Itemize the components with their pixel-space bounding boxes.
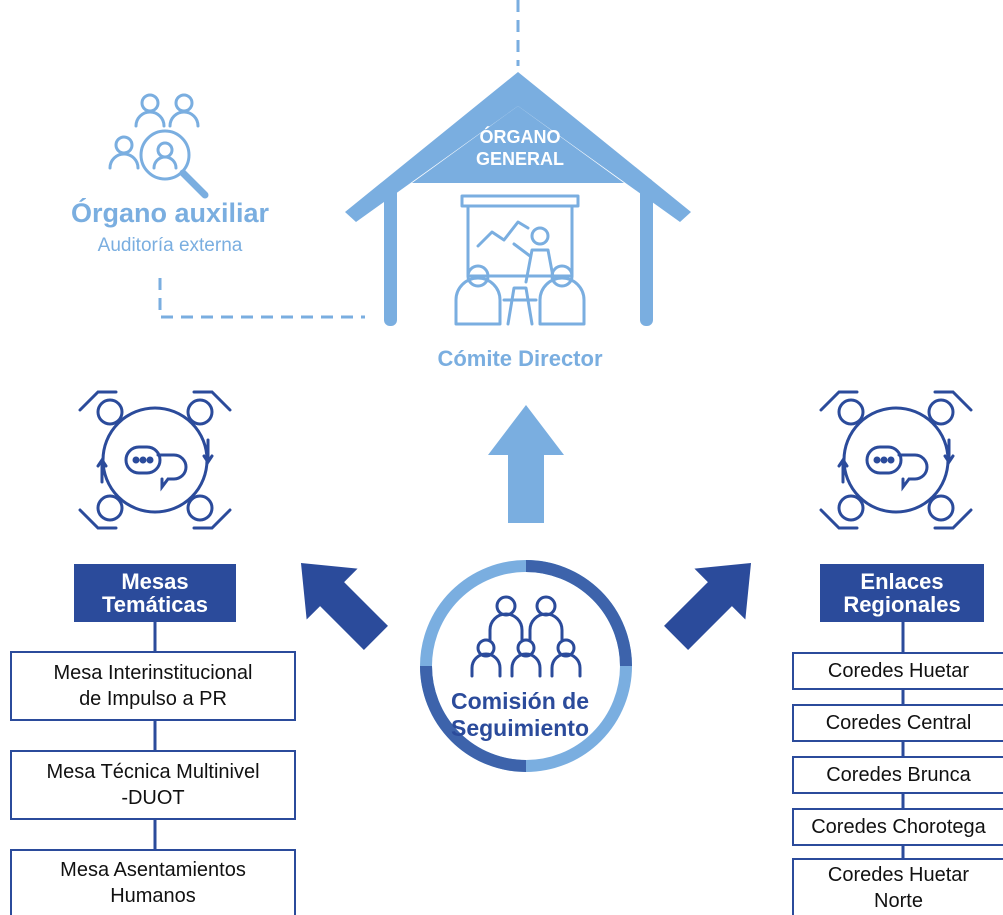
enlace-item-line1: Coredes Huetar <box>827 660 970 682</box>
mesa-item: Mesa Técnica Multinivel -DUOT <box>10 750 296 820</box>
enlace-item: Coredes Huetar <box>792 652 1003 690</box>
arrow-up-left-icon <box>300 562 388 650</box>
group-people-icon <box>470 595 582 678</box>
organo-general-title-line2: GENERAL <box>475 149 564 169</box>
mesa-item: Mesa Interinstitucional de Impulso a PR <box>10 651 296 721</box>
enlace-item-line1: Coredes Central <box>825 712 972 734</box>
organo-auxiliar-subtitle: Auditoría externa <box>97 235 243 256</box>
enlace-item-line1: Coredes Chorotega <box>811 816 986 838</box>
comision-line2: Seguimiento <box>450 715 589 741</box>
organo-auxiliar-title: Órgano auxiliar <box>70 198 270 228</box>
round-table-discussion-icon-left <box>78 390 232 530</box>
enlace-item-line1: Coredes Brunca <box>826 764 971 786</box>
enlace-item: Coredes Brunca <box>792 756 1003 794</box>
mesa-item-line1: Mesa Asentamientos <box>60 859 246 881</box>
mesa-item-line1: Mesa Interinstitucional <box>53 662 253 684</box>
mesas-header-line2: Temáticas <box>102 592 208 617</box>
enlace-item-line1: Coredes Huetar <box>827 863 970 886</box>
comision-line1: Comisión de <box>450 688 589 714</box>
arrow-up-icon <box>488 405 564 523</box>
house-organo-general <box>345 72 691 326</box>
enlace-item: Coredes Central <box>792 704 1003 742</box>
mesas-tematicas-header: Mesas Temáticas <box>74 564 236 622</box>
mesa-item-line2: Humanos <box>110 885 196 907</box>
enlaces-header-line2: Regionales <box>843 592 961 617</box>
mesas-header-line1: Mesas <box>121 569 189 594</box>
enlace-item: Coredes Huetar Norte <box>792 858 1003 915</box>
mesa-item-line1: Mesa Técnica Multinivel <box>46 761 260 783</box>
mesa-item-line2: -DUOT <box>121 787 185 809</box>
comision-seguimiento-label: Comisión de Seguimiento <box>420 688 620 742</box>
organo-general-title: ÓRGANO GENERAL <box>440 126 600 170</box>
enlace-item: Coredes Chorotega <box>792 808 1003 846</box>
enlaces-header-line1: Enlaces <box>860 569 944 594</box>
auxiliar-dashed-connector <box>158 278 365 319</box>
round-table-discussion-icon-right <box>819 390 973 530</box>
presentation-meeting-icon <box>454 194 586 326</box>
arrow-up-right-icon <box>664 562 752 650</box>
mesa-item-line2: de Impulso a PR <box>79 688 227 710</box>
organo-general-title-line1: ÓRGANO <box>479 127 561 147</box>
people-search-icon <box>108 93 209 199</box>
mesa-item: Mesa Asentamientos Humanos <box>10 849 296 915</box>
enlaces-regionales-header: Enlaces Regionales <box>820 564 984 622</box>
comision-circle <box>420 560 632 772</box>
enlace-item-line2: Norte <box>874 889 923 912</box>
comite-director-label: Cómite Director <box>437 346 603 371</box>
